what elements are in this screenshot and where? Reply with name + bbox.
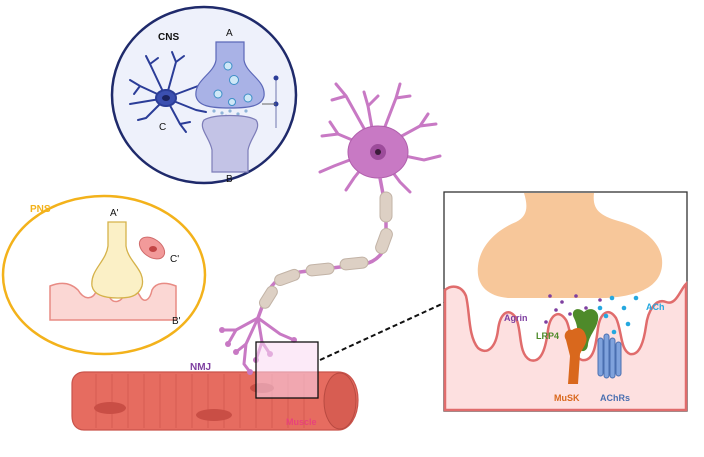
achr-receptors (597, 333, 622, 379)
ach-molecules (597, 295, 639, 335)
cns-label-b: B (226, 174, 233, 185)
cns-marker (262, 75, 279, 128)
cns-presynaptic-terminal (195, 41, 265, 109)
nmj-label: NMJ (190, 362, 211, 373)
achrs-label: AChRs (600, 393, 630, 403)
ach-label: ACh (646, 302, 665, 312)
lrp4-label: LRP4 (536, 331, 559, 341)
pns-schwann-cell (138, 236, 166, 260)
cns-title: CNS (158, 32, 179, 43)
zoom-connector (319, 302, 445, 361)
pns-terminal (91, 221, 144, 299)
muscle-label: Muscle (286, 417, 317, 427)
inset-presynaptic-terminal (477, 193, 663, 298)
cns-postsynaptic-dendrite (201, 114, 259, 173)
myelin-sheaths (258, 191, 393, 309)
cns-label-c: C (159, 122, 166, 133)
pns-label-b: B' (172, 316, 181, 327)
cns-label-a: A (226, 28, 233, 39)
cns-panel: CNS C A (110, 5, 298, 185)
nmj-inset: Agrin LRP4 ACh MuSK AChRs (443, 191, 688, 412)
pns-label-c: C' (170, 254, 179, 265)
neuron-axon (256, 177, 388, 319)
nmj-zoom-box (255, 341, 319, 399)
pns-title: PNS (30, 204, 51, 215)
pns-muscle-membrane (49, 282, 177, 321)
musk-receptor (564, 328, 587, 384)
pns-label-a: A' (110, 208, 119, 219)
agrin-label: Agrin (504, 313, 528, 323)
inset-postsynaptic-membrane (443, 280, 688, 412)
musk-label: MuSK (554, 393, 580, 403)
pns-panel: PNS A' C' B' (1, 194, 207, 356)
